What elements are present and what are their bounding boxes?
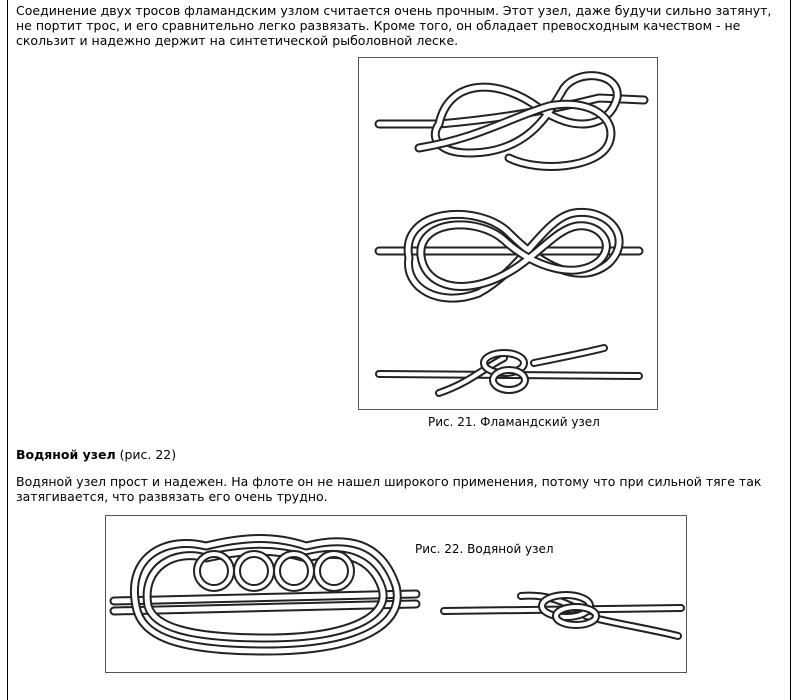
water-knot-loose xyxy=(109,534,421,656)
water-knot-illustration xyxy=(109,534,685,656)
flemish-knot-step-3 xyxy=(375,344,643,397)
flemish-knot-paragraph: Соединение двух тросов фламандским узлом… xyxy=(16,3,772,48)
flemish-knot-step-1 xyxy=(374,71,649,171)
figure-22-box xyxy=(105,515,687,673)
water-knot-heading-ref: (рис. 22) xyxy=(115,447,177,462)
page-frame xyxy=(7,0,791,700)
flemish-knot-illustration xyxy=(374,71,649,397)
water-knot-heading-title: Водяной узел xyxy=(16,447,116,462)
water-knot-paragraph: Водяной узел прост и надежен. На флоте о… xyxy=(16,474,762,504)
water-knot-tightened xyxy=(440,591,685,640)
figure-21-box xyxy=(358,57,658,410)
flemish-knot-step-2 xyxy=(374,207,644,303)
water-knot-heading: Водяной узел (рис. 22) xyxy=(16,447,784,462)
figure-21-caption: Рис. 21. Фламандский узел xyxy=(428,415,600,429)
figure-22-caption: Рис. 22. Водяной узел xyxy=(415,542,554,556)
